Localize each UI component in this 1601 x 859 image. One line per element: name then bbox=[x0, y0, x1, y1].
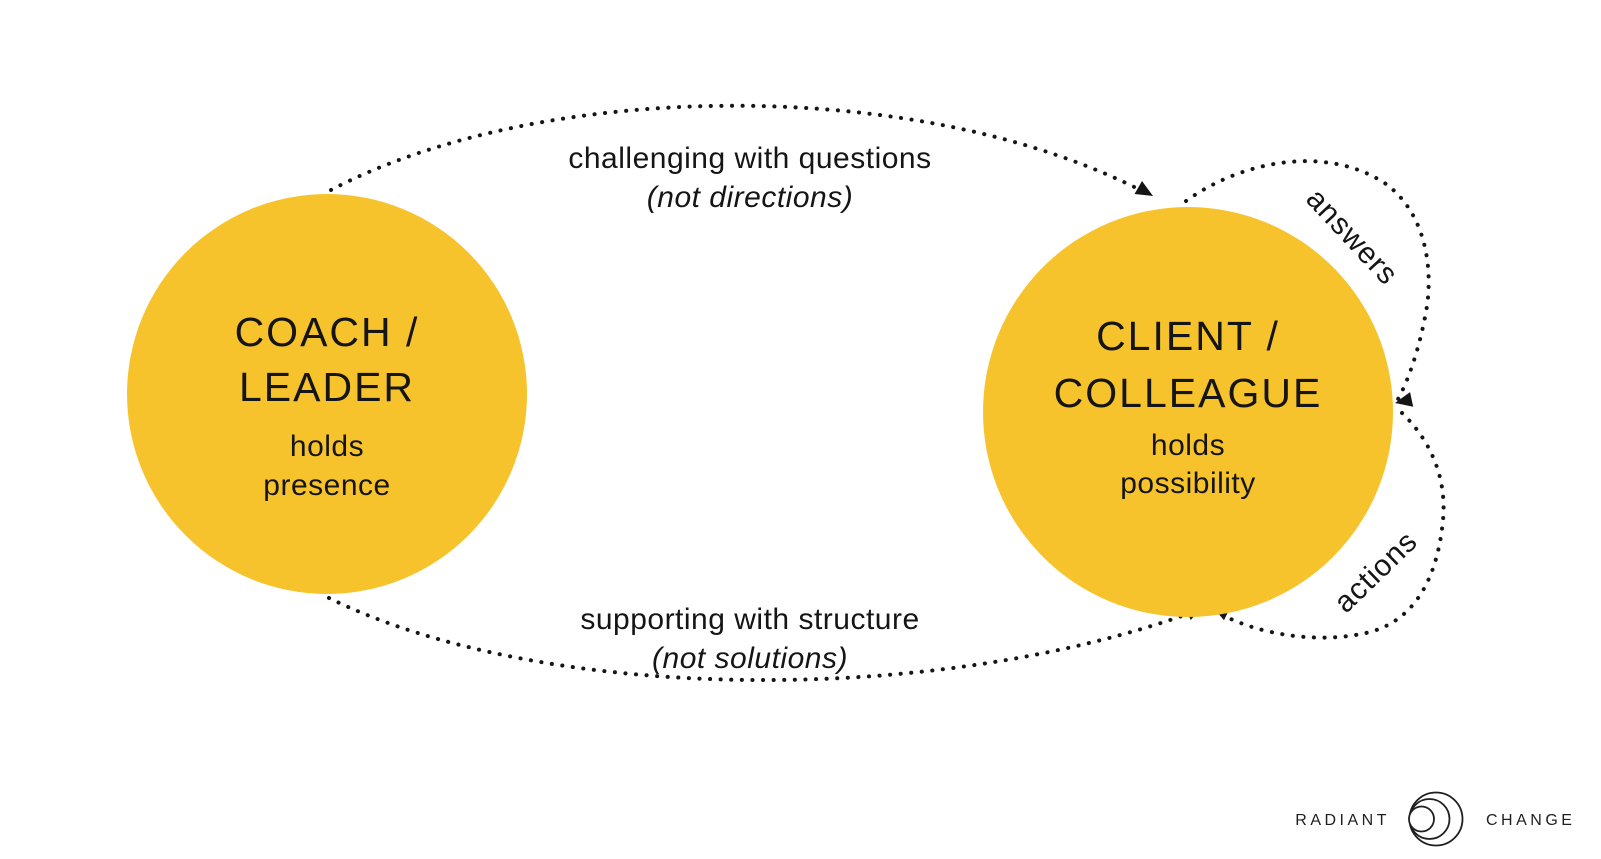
client-colleague-circle bbox=[983, 207, 1393, 617]
logo-word-left: RADIANT bbox=[1295, 812, 1390, 829]
bottom-arc-sublabel: (not solutions) bbox=[652, 642, 848, 675]
bottom-arc-dotted-line bbox=[327, 596, 1198, 683]
client-subtitle-line2: possibility bbox=[1120, 467, 1256, 500]
bottom-arc-label: supporting with structure bbox=[580, 603, 919, 636]
answers-loop-dotted-line bbox=[1184, 159, 1431, 403]
radiant-change-logo: RADIANT CHANGE bbox=[1295, 791, 1575, 847]
top-arc-sublabel: (not directions) bbox=[647, 181, 853, 214]
client-title-line2: COLLEAGUE bbox=[1054, 370, 1323, 416]
client-subtitle-line1: holds bbox=[1151, 429, 1225, 462]
client-title-line1: CLIENT / bbox=[1096, 313, 1280, 359]
top-arc-label: challenging with questions bbox=[568, 142, 931, 175]
coach-title-line1: COACH / bbox=[235, 309, 420, 355]
top-arc-dotted-line bbox=[329, 103, 1150, 196]
coach-leader-circle bbox=[127, 194, 527, 594]
concentric-circles-logo-icon bbox=[1408, 791, 1464, 847]
coach-subtitle-line2: presence bbox=[263, 469, 390, 502]
coach-title-line2: LEADER bbox=[239, 364, 415, 410]
logo-word-right: CHANGE bbox=[1486, 812, 1575, 829]
answers-loop-arrowhead bbox=[1395, 392, 1414, 407]
coach-subtitle-line1: holds bbox=[290, 430, 364, 463]
top-arc-arrowhead bbox=[1134, 181, 1153, 196]
